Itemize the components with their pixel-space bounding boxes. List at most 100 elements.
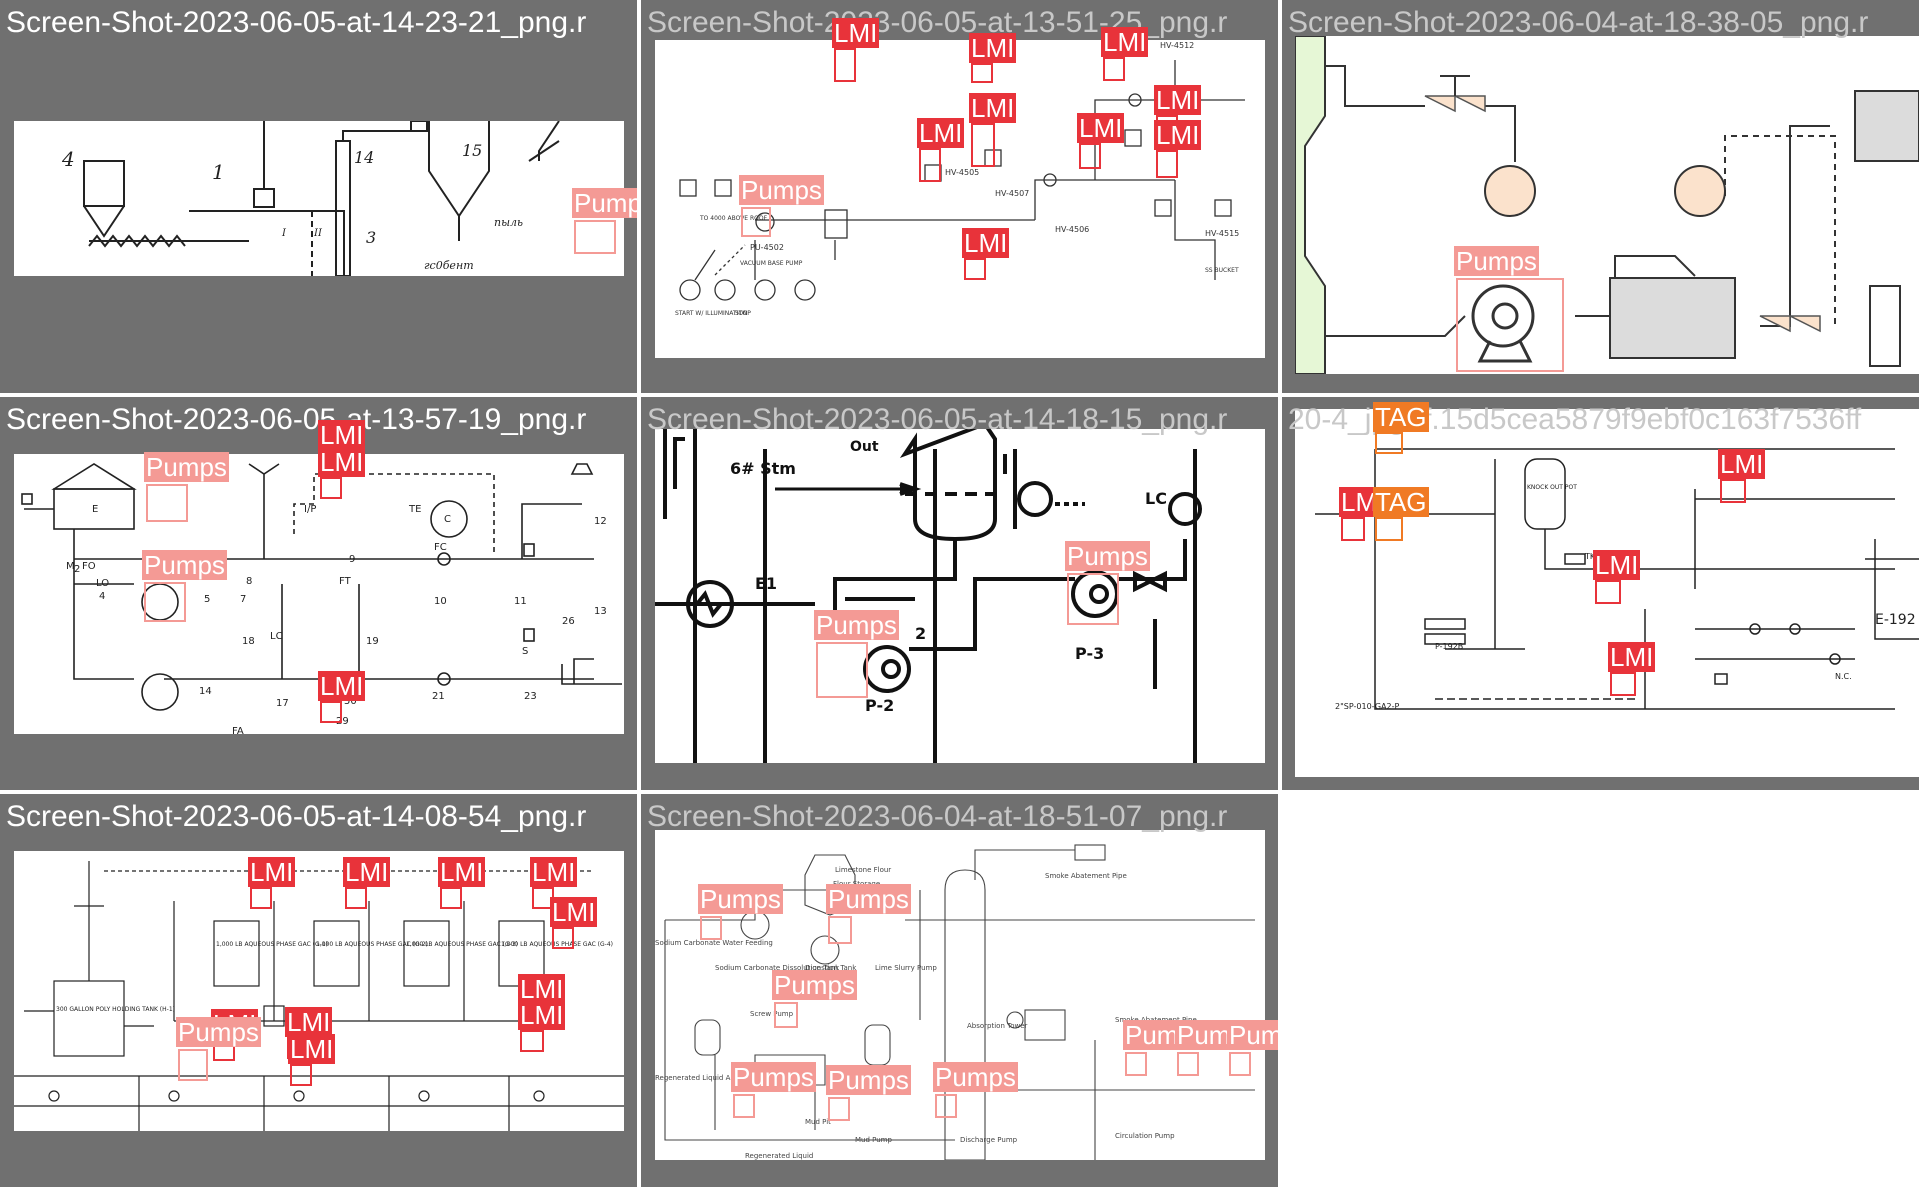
detection-box-lmi[interactable]: LMI [518,1000,566,1052]
diagram-label: гс0бент [424,259,474,272]
detection-label: LMI [518,1000,566,1030]
bounding-box [520,1030,544,1052]
diagram-label: Regenerated Liquid Absorption Tank [655,1074,783,1082]
detection-label: LMI [1593,550,1641,580]
detection-label: Pumps [1065,541,1150,571]
detection-box-lmi[interactable]: LMI [1608,642,1656,696]
bounding-box [1103,57,1125,81]
detection-box-lmi[interactable]: LMI [288,1034,336,1086]
diagram-label: LC [1145,489,1167,508]
detection-box-lmi[interactable]: LMI [969,33,1017,83]
detection-box-lmi[interactable]: LMI [343,857,391,909]
detection-label: Pumps [772,970,857,1000]
detection-box-lmi[interactable]: LMI [1154,85,1202,143]
bounding-box [1595,580,1621,604]
detection-box-pumps[interactable]: Pumps [572,188,637,254]
diagram-label: Mud Pump [855,1136,892,1144]
diagram-label: 2 [915,624,926,643]
detection-label: LMI [318,671,366,701]
detection-box-lmi[interactable]: LMI [1101,27,1149,81]
detection-box-pumps[interactable]: Pumps [176,1017,261,1081]
detection-box-lmi[interactable]: LMI [917,118,965,182]
bounding-box [1229,1052,1251,1076]
detection-box-pumps[interactable]: Pumps [1175,1020,1260,1076]
diagram-label: P-192B [1435,642,1463,651]
bounding-box [733,1094,755,1118]
detection-box-lmi[interactable]: LMI [1339,487,1387,541]
detection-box-pumps[interactable]: Pumps [144,452,229,522]
detection-box-pumps[interactable]: Pumps [772,970,857,1028]
diagram-label: P-2 [865,696,894,715]
detection-box-lmi[interactable]: LMI [1593,550,1641,604]
pid-drawing: E I/P TE C LC FC FT M FO LO S FA 2 4 5 7… [21,463,622,734]
detection-box-pumps[interactable]: Pumps [1065,541,1150,625]
diagram-label: 2 [74,564,80,575]
detection-label: Pumps [826,1065,911,1095]
detection-box-lmi[interactable]: LMI [1154,120,1202,178]
detection-box-lmi[interactable]: LMI [318,671,366,723]
bounding-box [834,48,856,82]
detection-box-pumps[interactable]: Pumps [739,175,824,237]
diagram-label: HV-4505 [945,168,979,177]
detection-label: LMI [318,420,366,450]
diagram-label: P-3 [1075,644,1104,663]
mosaic-tile: E I/P TE C LC FC FT M FO LO S FA 2 4 5 7… [0,397,637,790]
detection-box-lmi[interactable]: LMI [318,447,366,499]
detection-box-pumps[interactable]: Pumps [1227,1020,1278,1076]
diagram-label: 10 [434,596,447,607]
detection-box-lmi[interactable]: LMI [1077,113,1125,169]
detection-label: TAG [1373,402,1429,432]
detection-box-pumps[interactable]: Pumps [814,610,899,698]
pid-drawing: KNOCK OUT POT E-192 TK-192 P-192B 2"SP-0… [1315,448,1919,711]
diagram-label: 15 [462,141,482,160]
detection-label: LMI [962,228,1010,258]
detection-box-pumps[interactable]: Pumps [142,550,227,622]
detection-box-pumps[interactable]: Pumps [731,1062,816,1118]
mosaic-tile: 300 GALLON POLY HOLDING TANK (H-1) 1,000… [0,794,637,1187]
detection-box-pumps[interactable]: Pumps [1123,1020,1208,1076]
tile-title: Screen-Shot-2023-06-05-at-14-08-54_png.r [6,800,587,833]
detection-label: LMI [530,857,578,887]
mosaic-tile: 4 1 14 15 3 I II пыль гс0бент Screen-Sho… [0,0,637,393]
diagram-label: LC [270,631,283,642]
tile-title: Screen-Shot-2023-06-05-at-13-57-19_png.r [6,403,587,436]
diagram-label: FA [232,726,244,734]
detection-box-lmi[interactable]: LMI [248,857,296,909]
diagram-label: 29 [336,716,349,727]
detection-box-lmi[interactable]: LMI [530,857,578,909]
detection-box-pumps[interactable]: Pumps [826,1065,911,1121]
detection-label: LMI [1154,120,1202,150]
detection-label: Pumps [933,1062,1018,1092]
detection-box-lmi[interactable]: LMI [438,857,486,909]
detection-box-lmi[interactable]: LMI [832,18,880,82]
detection-box-tag[interactable]: TAG [1373,402,1429,454]
diagram-label: 8 [246,576,252,587]
diagram-label: HV-4512 [1160,41,1194,50]
diagram-label: E-192 [1875,612,1916,628]
diagram-label: 21 [432,691,445,702]
bounding-box [290,1064,312,1086]
detection-box-pumps[interactable]: Pumps [698,884,783,940]
diagram-label: 14 [354,148,374,167]
detection-box-lmi[interactable]: LMI [969,93,1017,167]
detection-label: TAG [1373,487,1429,517]
bounding-box [320,477,342,499]
detection-box-pumps[interactable]: Pumps [826,884,911,944]
bounding-box [828,916,852,944]
diagram-label: 1,000 LB AQUEOUS PHASE GAC (G-3) [406,941,518,948]
diagram-label: 12 [594,516,607,527]
detection-box-lmi[interactable]: LMI [962,228,1010,280]
detection-label: Pumps [814,610,899,640]
diagram-label: Sodium Carbonate Water Feeding [655,939,773,947]
detection-box-lmi[interactable]: LMI [550,897,598,949]
diagram-image: KNOCK OUT POT E-192 TK-192 P-192B 2"SP-0… [1295,409,1919,777]
detection-box-pumps[interactable]: Pumps [933,1062,1018,1118]
detection-box-pumps[interactable]: Pumps [1454,246,1564,372]
detection-box-tag[interactable]: TAG [1373,487,1429,541]
diagram-label: Out [850,439,879,455]
pid-drawing: Smoke Abatement Pipe Limestone Flour Flo… [655,844,1255,1160]
detection-box-lmi[interactable]: LMI [1718,449,1766,503]
diagram-label: Digestion Tank [805,964,857,972]
diagram-label: Sodium Carbonate Dissolution Tank [715,964,840,972]
bounding-box [250,887,272,909]
